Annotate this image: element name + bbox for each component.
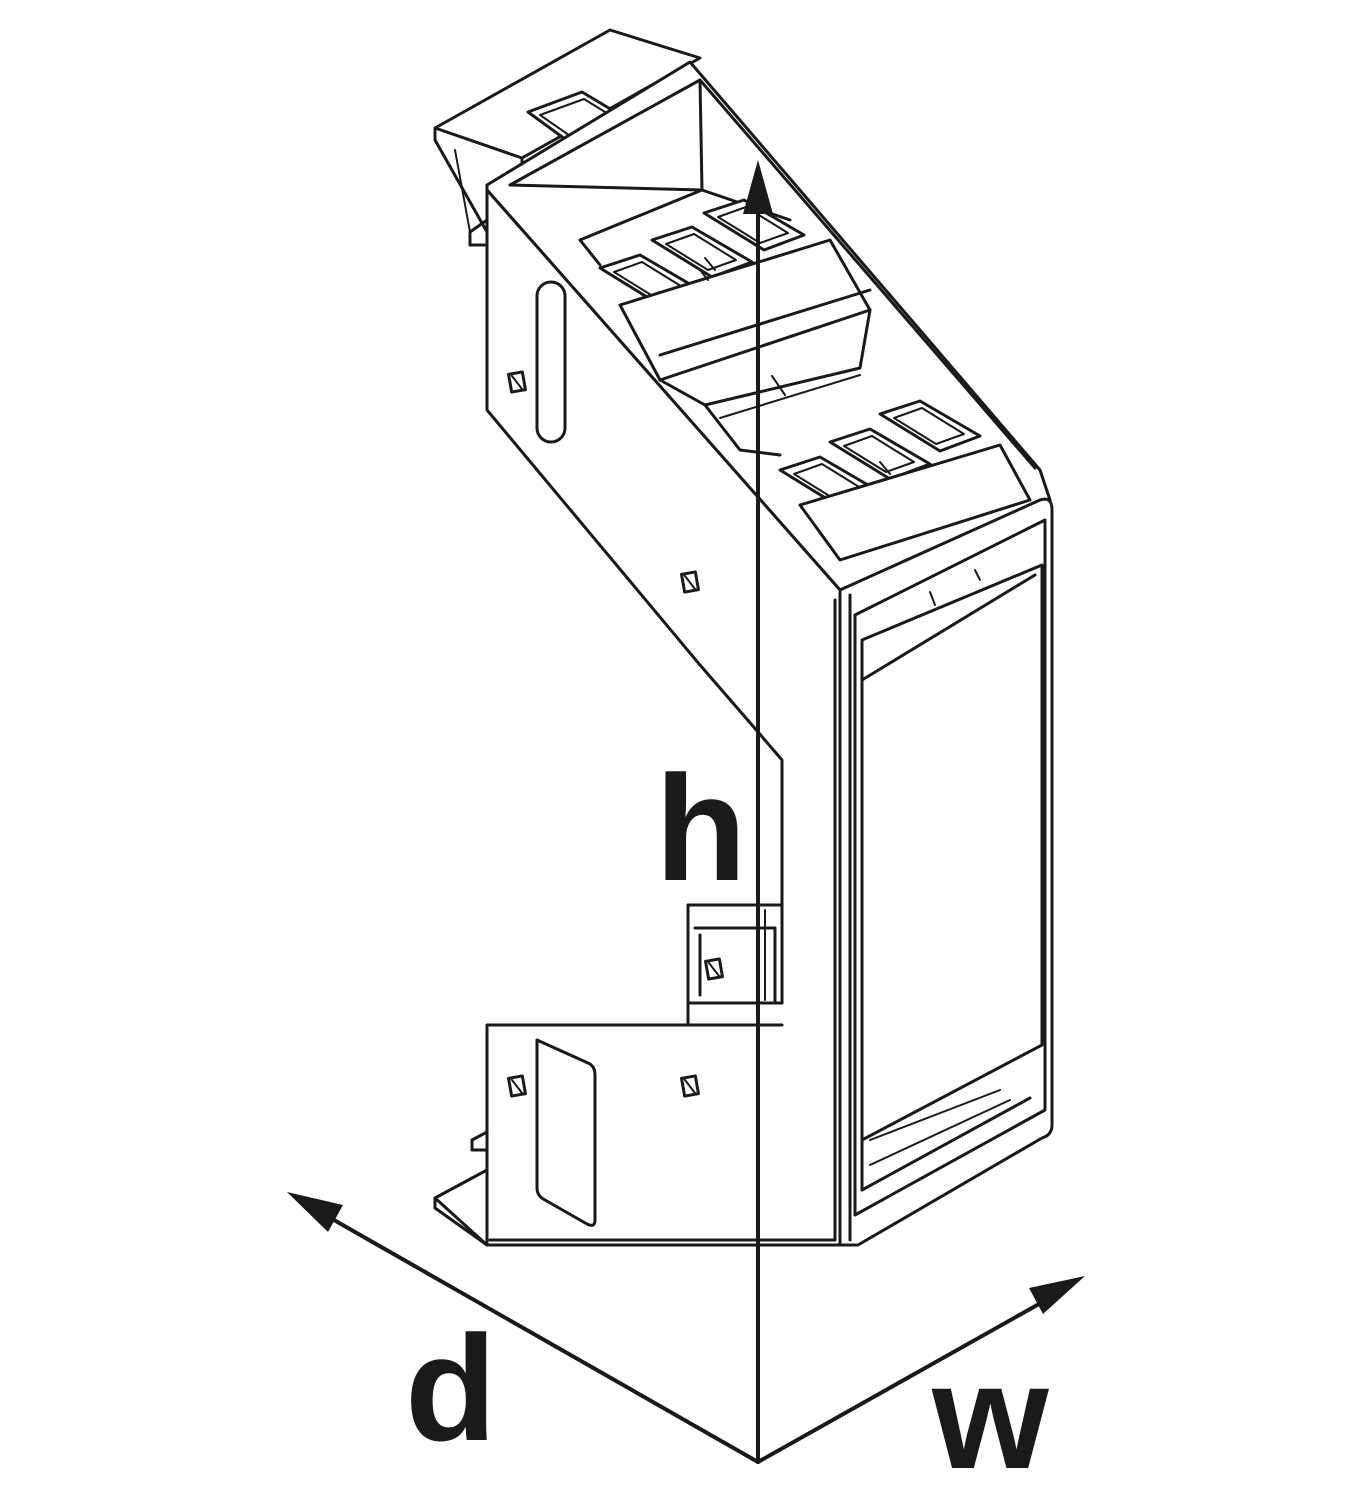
height-dimension-arrow — [743, 160, 773, 1464]
middle-step — [658, 308, 872, 457]
din-rail-enclosure — [433, 28, 1054, 1247]
bottom-mounting-foot — [433, 1168, 489, 1247]
front-panel — [838, 497, 1054, 1247]
depth-dimension-arrow — [287, 1192, 760, 1464]
side-panel — [468, 188, 852, 1247]
width-label: w — [931, 1332, 1049, 1500]
upper-terminal-block — [598, 198, 872, 382]
depth-label: d — [405, 1304, 497, 1472]
height-label: h — [655, 744, 747, 912]
lower-terminal-block — [778, 399, 1032, 562]
width-dimension-arrow — [756, 1276, 1085, 1464]
